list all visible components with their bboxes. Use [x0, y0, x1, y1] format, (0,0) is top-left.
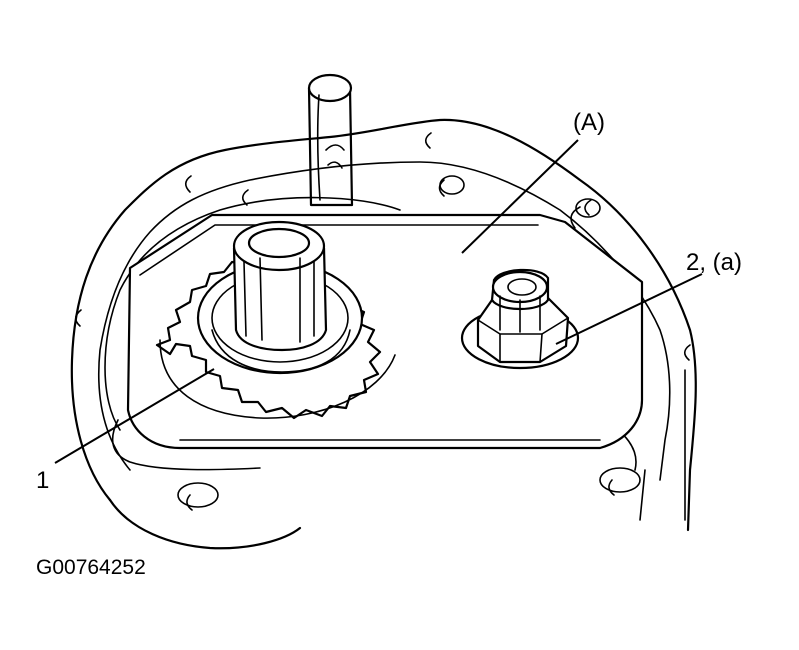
bolt-2: [460, 268, 580, 370]
leader-bolt-2: [555, 273, 703, 345]
figure-code: G00764252: [36, 556, 146, 579]
leader-lines: [54, 139, 703, 464]
label-cover-A: (A): [573, 109, 605, 136]
label-gear-1: 1: [36, 467, 49, 494]
label-bolt-2a: 2, (a): [686, 249, 742, 276]
gear-1: [155, 220, 396, 420]
leader-cover-A: [461, 139, 579, 254]
leader-gear-1: [54, 368, 215, 464]
shift-rod: [307, 73, 354, 207]
